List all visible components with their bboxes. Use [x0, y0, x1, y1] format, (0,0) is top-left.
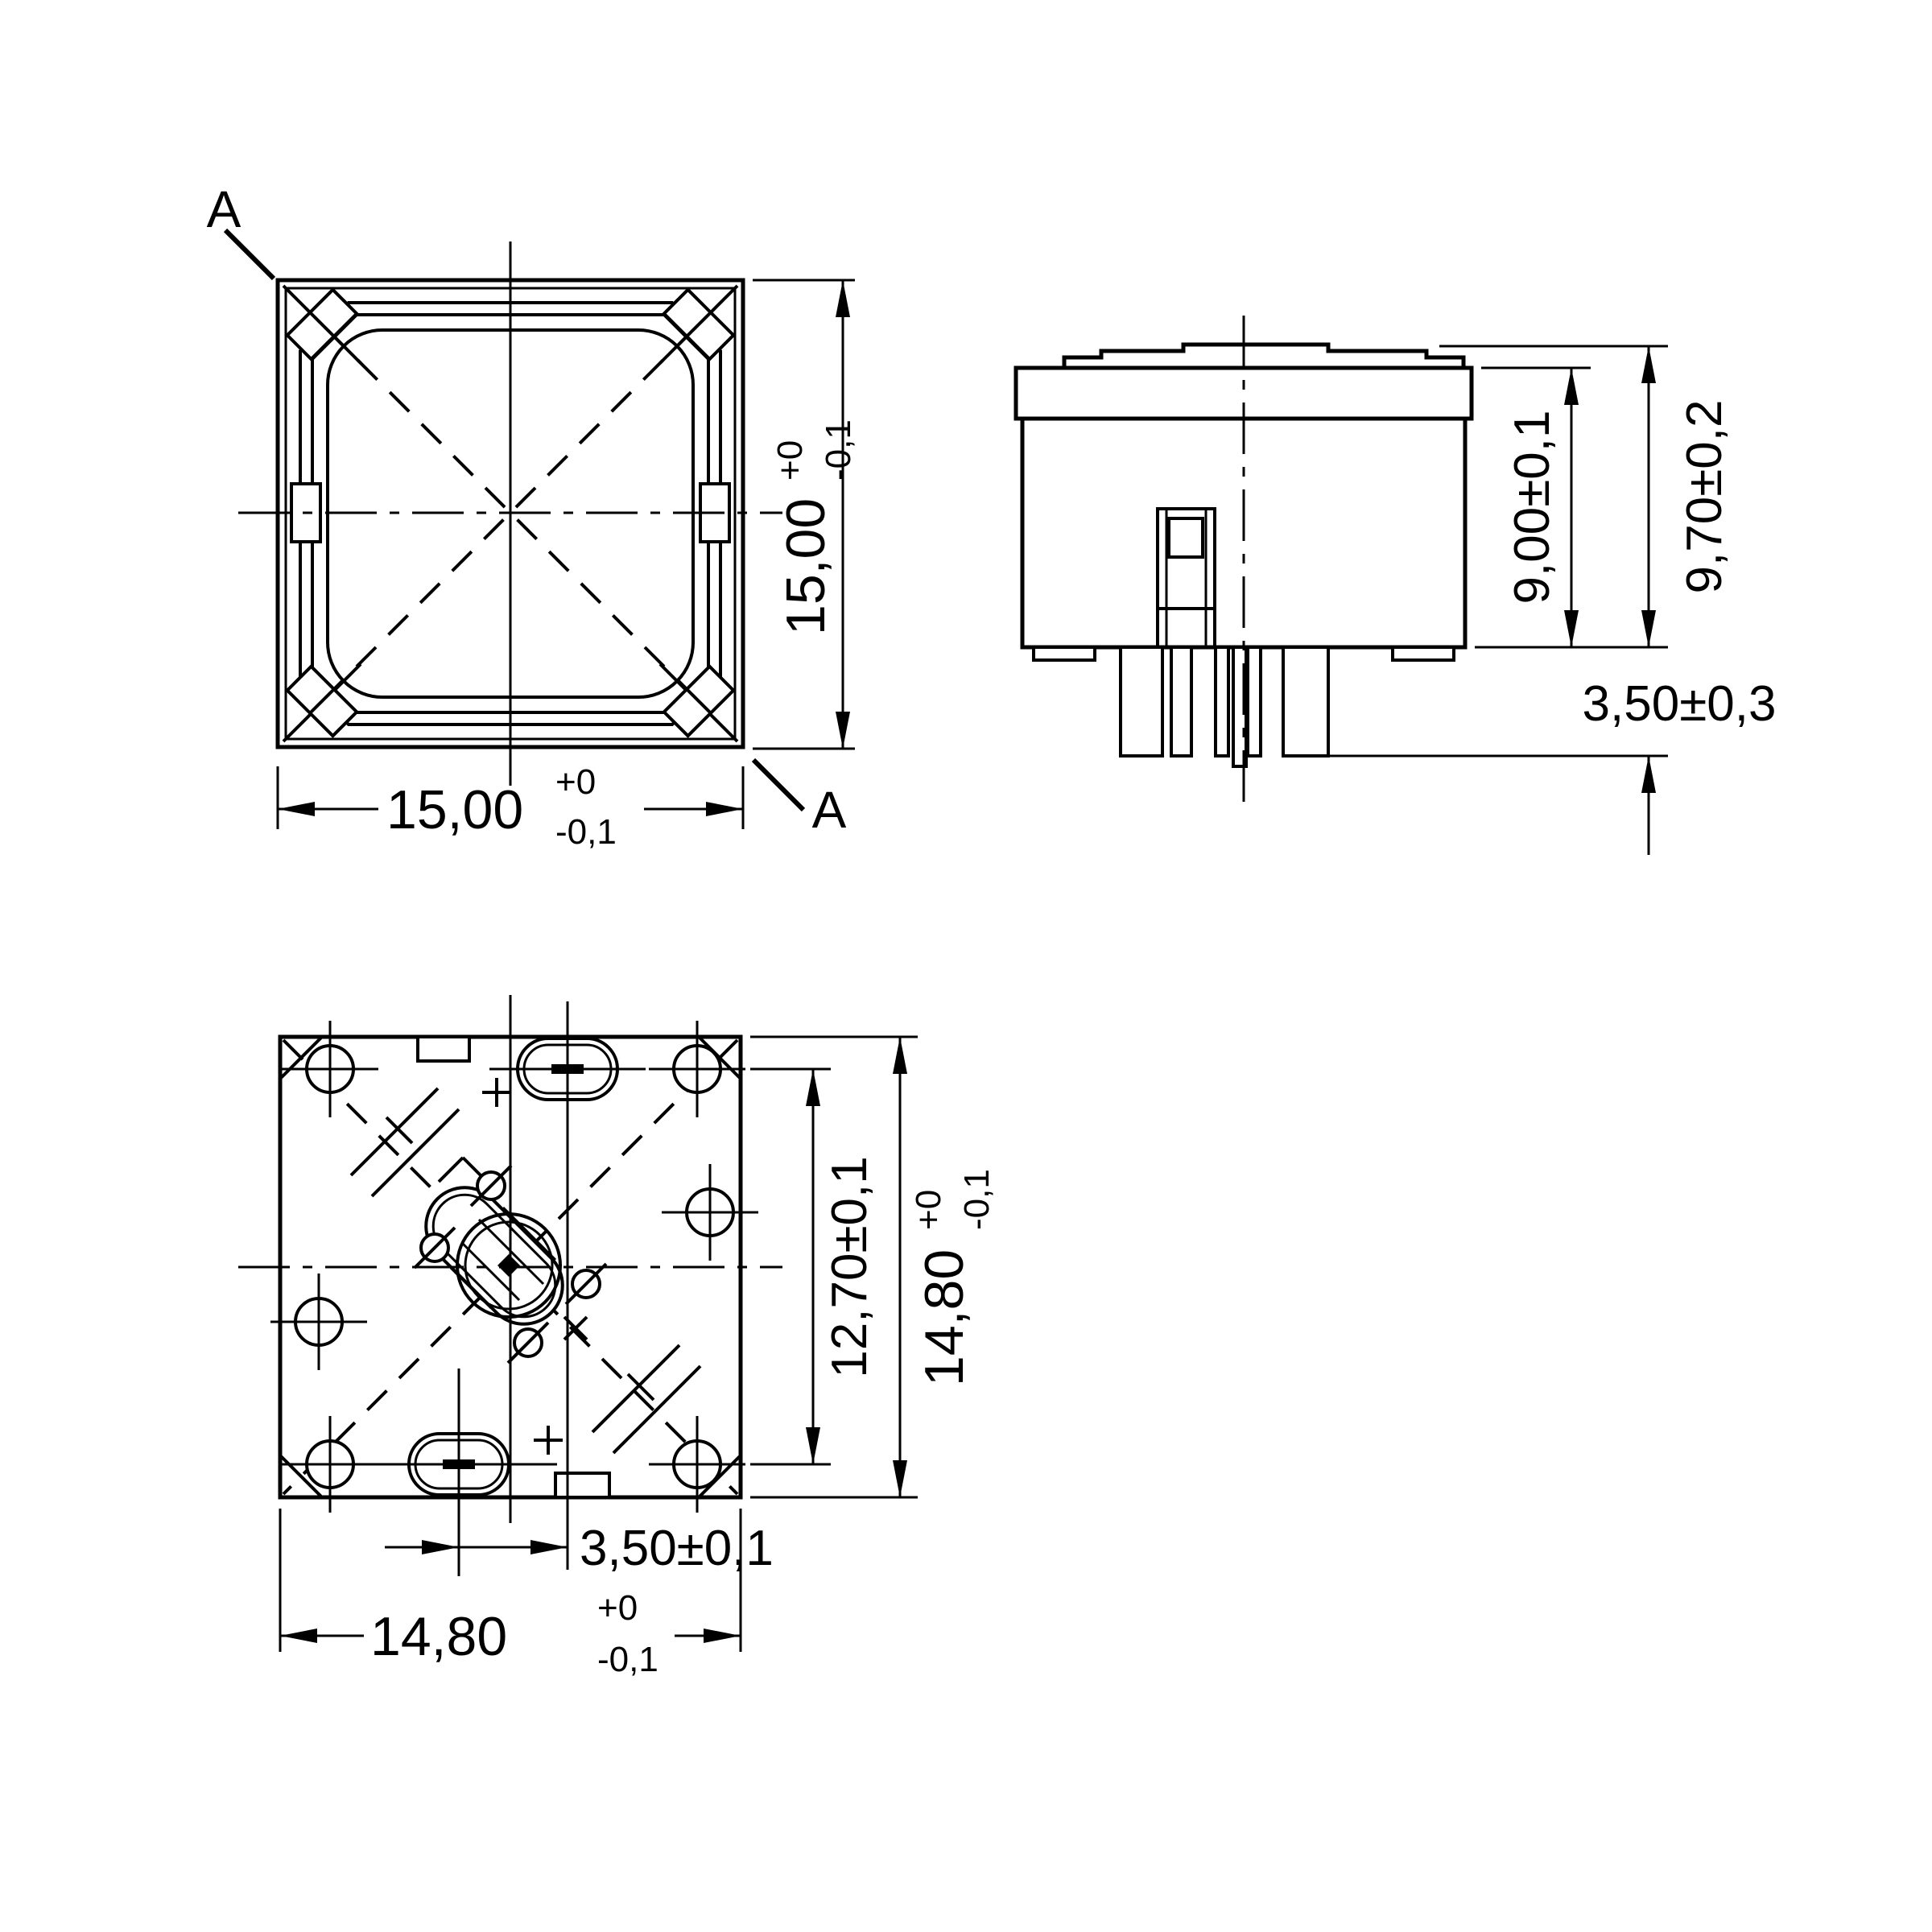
side-pin-length-dimension: 3,50±0,3 [1583, 676, 1777, 855]
front-section-mark-top: A [207, 180, 276, 281]
pin-hole [270, 1274, 367, 1370]
bottom-width-dimension: 14,80 +0 -0,1 [279, 1509, 742, 1679]
dim-front-height-tol-minus: -0,1 [819, 419, 858, 481]
pin-hole [662, 1164, 758, 1261]
bottom-corner-chamfers [279, 1035, 742, 1499]
dim-pin-length: 3,50±0,3 [1583, 676, 1777, 732]
pin-hole [282, 1021, 378, 1117]
pin-hole [649, 1021, 745, 1117]
front-width-dimension: 15,00 +0 -0,1 [276, 762, 745, 852]
dim-bottom-width-tol-minus: -0,1 [597, 1640, 658, 1679]
dim-bottom-height-value: 14,80 [914, 1249, 975, 1386]
bottom-edge-notches [416, 1035, 611, 1499]
dim-total-height: 9,70±0,2 [1677, 400, 1732, 594]
dim-front-width-tol-plus: +0 [555, 762, 596, 802]
front-corner-lamp-br [662, 664, 736, 738]
bottom-center-feature [413, 1156, 608, 1364]
front-corner-lamp-tr [662, 287, 736, 361]
bottom-row-spacing-dimension: 12,70±0,1 [750, 1067, 877, 1466]
front-centerlines [238, 242, 782, 786]
pin-hole [282, 1416, 378, 1513]
dim-bottom-height-tol-minus: -0,1 [957, 1169, 997, 1230]
front-corner-lamp-bl [285, 664, 359, 738]
dim-front-width-tol-minus: -0,1 [555, 812, 617, 852]
bottom-surface-marks [349, 1087, 702, 1455]
dim-front-width-value: 15,00 [386, 779, 523, 840]
dim-front-height-value: 15,00 [775, 498, 836, 635]
section-label-bottom: A [812, 781, 847, 839]
dim-bottom-width-tol-plus: +0 [597, 1588, 638, 1628]
bottom-view: 3,50±0,1 14,80 +0 -0,1 12,70±0,1 [238, 995, 997, 1679]
bottom-pin-holes [270, 1021, 758, 1513]
bottom-plus-marks [482, 1078, 563, 1455]
front-view: A A 15,00 +0 -0,1 15,00 +0 [207, 180, 858, 852]
side-pins [1119, 646, 1330, 768]
side-view: 9,00±0,1 9,70±0,2 3,50±0,3 [1013, 316, 1777, 855]
dim-bottom-height-tol-plus: +0 [909, 1190, 948, 1230]
side-housing-height-dimension: 9,00±0,1 [1505, 368, 1579, 647]
dim-slot-offset: 3,50±0,1 [580, 1521, 774, 1576]
bottom-centerlines [238, 995, 782, 1576]
side-button-cap [1062, 342, 1466, 368]
dim-front-height-tol-plus: +0 [770, 440, 810, 481]
bottom-small-pad-circles [413, 1164, 608, 1364]
section-label-top: A [207, 180, 242, 238]
dim-housing-height: 9,00±0,1 [1505, 411, 1560, 605]
side-standoff-feet [1032, 646, 1455, 662]
dim-bottom-width-value: 14,80 [370, 1606, 507, 1667]
side-total-height-dimension: 9,70±0,2 [1641, 346, 1732, 647]
pin-hole [649, 1416, 745, 1513]
front-corner-lamp-tl [285, 287, 359, 361]
bottom-height-dimension: 14,80 +0 -0,1 [750, 1035, 997, 1499]
front-height-dimension: 15,00 +0 -0,1 [753, 279, 858, 750]
front-section-mark-bottom: A [751, 758, 847, 839]
dim-row-spacing: 12,70±0,1 [822, 1156, 877, 1377]
